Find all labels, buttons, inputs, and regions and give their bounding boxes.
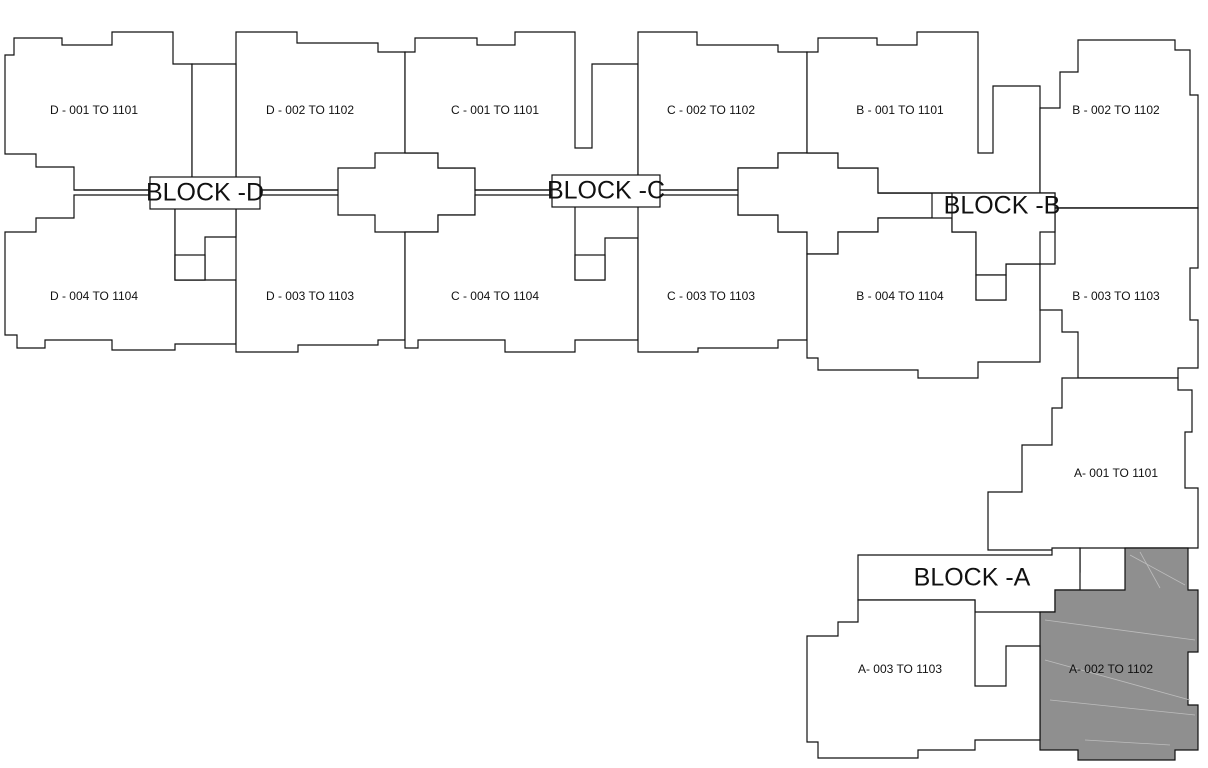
block-a-label: BLOCK -A: [914, 564, 1031, 592]
unit-b-003[interactable]: [1039, 207, 1199, 379]
unit-d-001[interactable]: [4, 31, 193, 191]
unit-d-004[interactable]: [4, 194, 237, 351]
selected-hatch: [1044, 551, 1196, 746]
d-lift-box: [174, 254, 206, 281]
block-b-label: BLOCK -B: [944, 192, 1061, 220]
b-stair-core: [951, 192, 1056, 276]
unit-a-002[interactable]: [1039, 547, 1199, 761]
unit-a-003[interactable]: [806, 599, 1041, 759]
d-core-top: [191, 63, 237, 191]
block-c-label: BLOCK -C: [547, 177, 665, 205]
block-c-label-box: [551, 174, 661, 208]
c-lift-box: [574, 254, 606, 281]
unit-a-001[interactable]: [987, 377, 1199, 573]
unit-c-001[interactable]: [404, 31, 639, 191]
block-d-label: BLOCK -D: [146, 179, 264, 207]
b-lift-box: [975, 274, 1007, 301]
unit-b-001[interactable]: [806, 31, 1041, 194]
unit-b-002[interactable]: [1039, 39, 1199, 209]
block-d-label-box: [149, 176, 261, 210]
